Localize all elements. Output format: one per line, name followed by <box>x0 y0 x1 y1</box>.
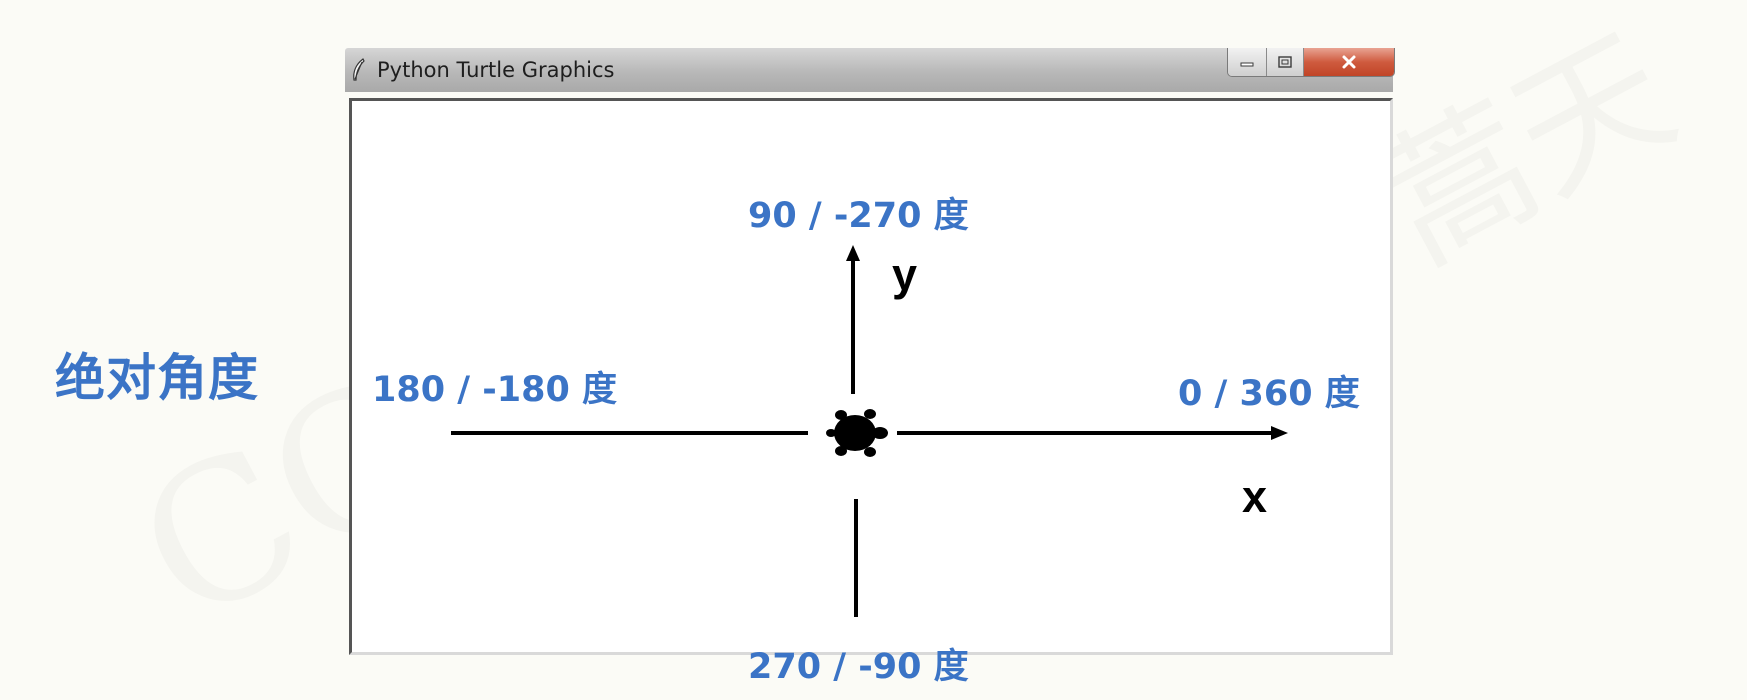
angle-label-down: 270 / -90 度 <box>748 647 969 687</box>
maximize-icon <box>1278 56 1292 68</box>
minimize-button[interactable] <box>1228 48 1267 76</box>
maximize-button[interactable] <box>1267 48 1304 76</box>
window-title: Python Turtle Graphics <box>377 58 615 82</box>
absolute-angle-title: 绝对角度 <box>55 349 259 407</box>
window-controls <box>1227 48 1395 77</box>
turtle-icon <box>826 409 888 457</box>
turtle-window: Python Turtle Graphics <box>345 48 1395 687</box>
turtle-canvas: 90 / -270 度 180 / -180 度 0 / 360 度 270 /… <box>349 98 1393 687</box>
angle-label-right: 0 / 360 度 <box>1178 374 1360 414</box>
x-axis-label: x <box>1242 471 1268 522</box>
angle-label-up: 90 / -270 度 <box>748 196 969 236</box>
close-icon <box>1342 55 1356 69</box>
y-axis-arrowhead <box>846 245 860 261</box>
y-axis-label: y <box>892 249 918 300</box>
minimize-icon <box>1240 62 1254 67</box>
x-axis-arrowhead <box>1271 426 1288 440</box>
axes-diagram <box>451 245 1288 617</box>
window-titlebar[interactable]: Python Turtle Graphics <box>345 48 1395 92</box>
close-button[interactable] <box>1304 48 1394 76</box>
angle-label-left: 180 / -180 度 <box>372 370 617 410</box>
feather-icon <box>353 58 365 81</box>
